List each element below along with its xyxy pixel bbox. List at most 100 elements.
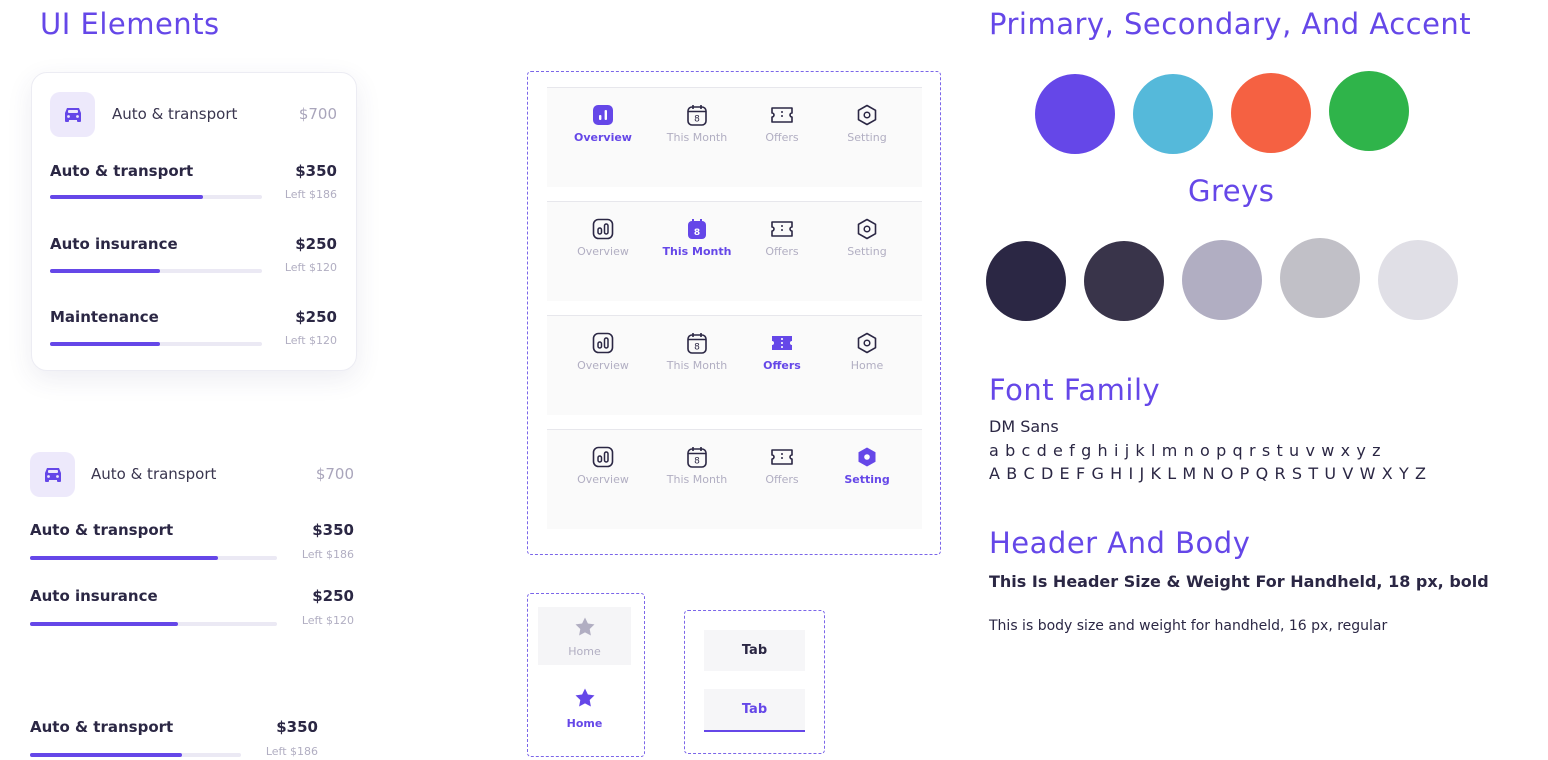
home-tab-label: Home (566, 717, 603, 730)
category-label: Auto & transport (91, 465, 217, 483)
car-icon (50, 92, 95, 137)
color-swatch (1035, 74, 1115, 154)
ticket-icon (737, 446, 827, 468)
ticket-icon (737, 218, 827, 240)
grey-swatch (1182, 240, 1262, 320)
nav-item-offers[interactable]: Offers (737, 332, 827, 372)
category-amount: $700 (315, 465, 354, 483)
home-tab-label: Home (568, 645, 601, 658)
progress-fill (50, 195, 203, 199)
progress-fill (30, 753, 182, 757)
star-icon (573, 686, 597, 714)
nav-item-offers[interactable]: Offers (737, 446, 827, 486)
nav-item-label: Offers (763, 359, 801, 372)
svg-text:8: 8 (694, 228, 700, 238)
overview-icon (558, 446, 648, 468)
header-sample: This Is Header Size & Weight For Handhel… (989, 572, 1489, 591)
svg-text:8: 8 (694, 115, 700, 125)
tab-inactive[interactable]: Tab (704, 630, 805, 671)
progress-track (50, 195, 262, 199)
nav-item-label: This Month (666, 473, 728, 486)
tab-states-frame (684, 610, 825, 754)
nav-item-label: Overview (577, 473, 629, 486)
font-family-title: Font Family (989, 373, 1161, 407)
car-icon (30, 452, 75, 497)
budget-item-left: Left $120 (301, 614, 354, 627)
nav-item-label: Offers (765, 473, 799, 486)
progress-fill (30, 622, 179, 626)
nav-item-label: Setting (847, 131, 887, 144)
grey-swatch (1280, 238, 1360, 318)
budget-item-left: Left $120 (284, 261, 337, 274)
nav-item-overview[interactable]: Overview (558, 332, 648, 372)
budget-item-amount: $250 (295, 235, 337, 253)
budget-item-left: Left $186 (301, 548, 354, 561)
star-icon (573, 615, 597, 643)
nav-item-overview[interactable]: Overview (558, 104, 648, 144)
home-tab-inactive[interactable]: Home (538, 607, 631, 665)
nav-item-label: Setting (847, 245, 887, 258)
nav-item-setting[interactable]: Setting (822, 218, 912, 258)
settings-icon (822, 104, 912, 126)
svg-text:8: 8 (694, 457, 700, 467)
budget-item-name: Auto & transport (30, 521, 174, 539)
settings-icon (822, 446, 912, 468)
home-tab-active[interactable]: Home (538, 677, 631, 739)
nav-item-label: Home (850, 359, 884, 372)
colors-title: Primary, Secondary, And Accent (989, 7, 1472, 41)
calendar-icon: 8 (652, 104, 742, 126)
nav-item-label: Offers (765, 131, 799, 144)
settings-icon (822, 218, 912, 240)
nav-item-label: Overview (577, 245, 629, 258)
settings-icon (822, 332, 912, 354)
budget-item-left: Left $186 (284, 188, 337, 201)
header-body-title: Header And Body (989, 526, 1251, 560)
nav-item-setting[interactable]: Setting (822, 104, 912, 144)
nav-bars-frame (527, 71, 941, 555)
budget-item-amount: $350 (312, 521, 354, 539)
progress-track (30, 622, 277, 626)
progress-track (50, 269, 262, 273)
progress-track (50, 342, 262, 346)
progress-track (30, 753, 241, 757)
grey-swatch (1084, 241, 1164, 321)
nav-item-setting[interactable]: Setting (822, 446, 912, 486)
budget-item-name: Auto insurance (50, 235, 178, 253)
progress-track (30, 556, 277, 560)
overview-icon (558, 332, 648, 354)
budget-item-amount: $250 (312, 587, 354, 605)
greys-title: Greys (1188, 174, 1275, 208)
nav-item-offers[interactable]: Offers (737, 218, 827, 258)
budget-card[interactable]: Auto & transport $700 Auto & transport $… (31, 72, 357, 371)
ticket-icon (737, 104, 827, 126)
nav-item-label: Overview (574, 131, 632, 144)
overview-icon (558, 104, 648, 126)
progress-fill (30, 556, 218, 560)
font-name: DM Sans (989, 417, 1059, 436)
nav-item-label: This Month (666, 359, 728, 372)
budget-item-amount: $350 (295, 162, 337, 180)
nav-item-overview[interactable]: Overview (558, 446, 648, 486)
tab-active[interactable]: Tab (704, 689, 805, 732)
nav-item-label: Setting (844, 473, 890, 486)
progress-fill (50, 342, 161, 346)
color-swatch (1231, 73, 1311, 153)
category-amount: $700 (298, 105, 337, 123)
grey-swatch (986, 241, 1066, 321)
budget-item-amount: $250 (295, 308, 337, 326)
nav-item-home[interactable]: Home (822, 332, 912, 372)
color-swatch (1329, 71, 1409, 151)
svg-text:8: 8 (694, 343, 700, 353)
nav-item-offers[interactable]: Offers (737, 104, 827, 144)
ticket-icon (737, 332, 827, 354)
nav-item-label: This Month (666, 131, 728, 144)
budget-item-name: Auto & transport (50, 162, 194, 180)
nav-item-overview[interactable]: Overview (558, 218, 648, 258)
font-lowercase: a b c d e f g h i j k l m n o p q r s t … (989, 441, 1382, 460)
